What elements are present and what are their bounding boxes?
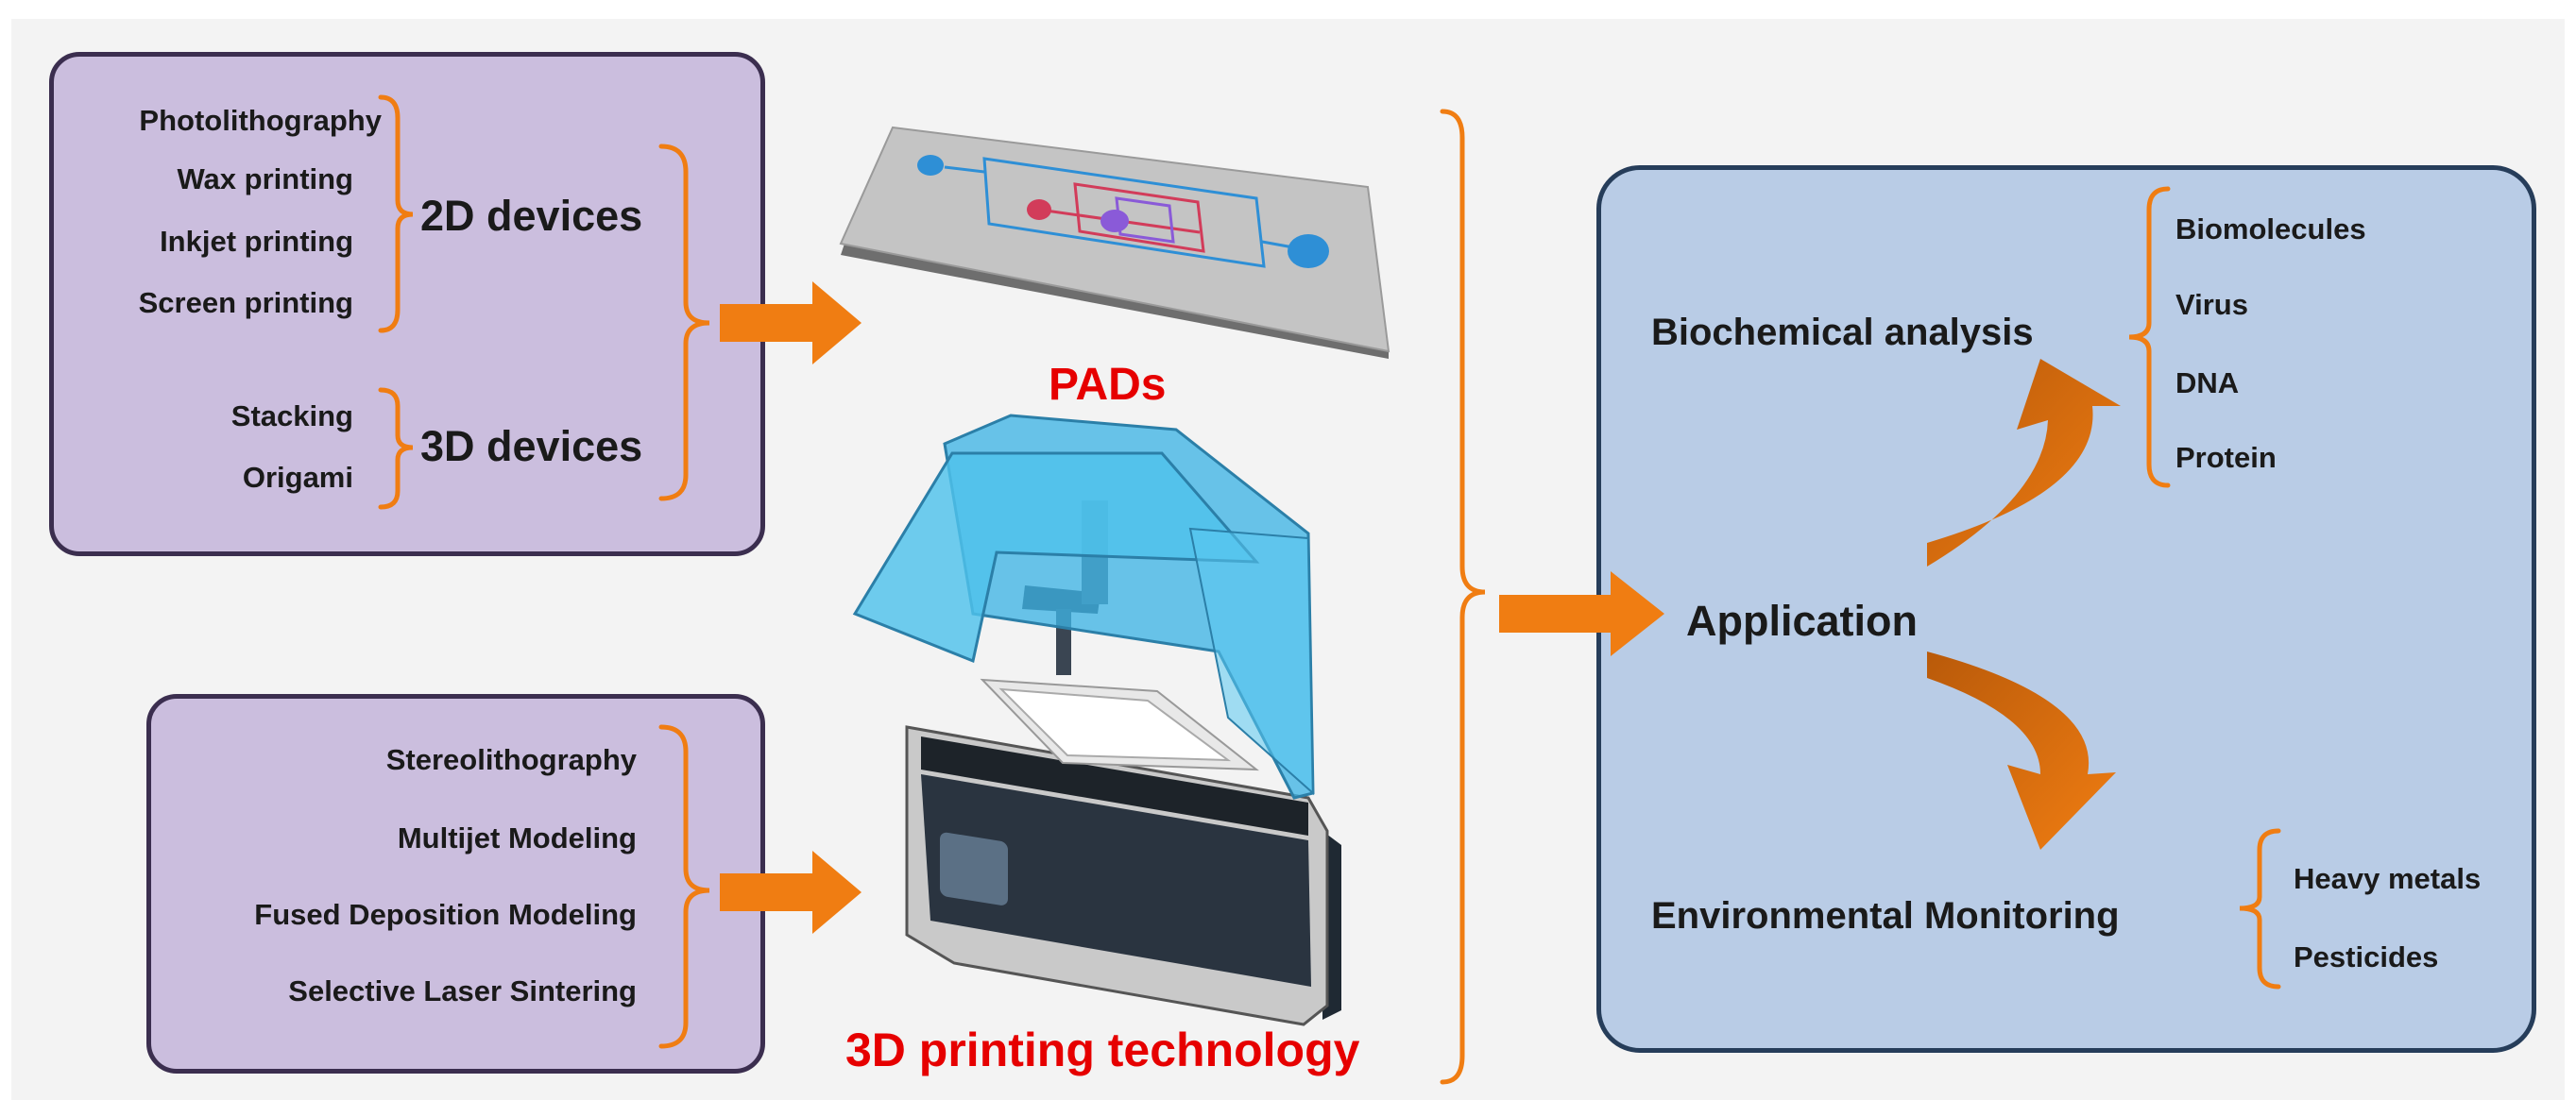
brace-biochemical-items	[2128, 186, 2171, 488]
method-multijet-modeling: Multijet Modeling	[397, 821, 637, 855]
label-2d-devices: 2D devices	[420, 192, 643, 240]
method-photolithography: Photolithography	[139, 104, 382, 137]
curved-arrow-to-biochemical	[1927, 359, 2121, 567]
curved-arrow-to-environmental	[1927, 652, 2116, 850]
brace-environmental-items	[2239, 828, 2281, 990]
method-selective-laser-sintering: Selective Laser Sintering	[288, 974, 637, 1007]
brace-device-types	[658, 144, 710, 501]
method-screen-printing: Screen printing	[138, 286, 353, 319]
bio-item-dna: DNA	[2175, 366, 2240, 399]
environmental-monitoring-title: Environmental Monitoring	[1651, 895, 2120, 937]
method-fused-deposition-modeling: Fused Deposition Modeling	[254, 898, 637, 931]
brace-central	[1440, 109, 1486, 1085]
bio-item-protein: Protein	[2175, 441, 2277, 474]
brace-printing-methods	[658, 724, 710, 1049]
bio-item-biomolecules: Biomolecules	[2175, 212, 2366, 245]
pads-label: PADs	[1049, 360, 1167, 410]
method-origami: Origami	[242, 461, 353, 494]
method-wax-printing: Wax printing	[177, 162, 353, 195]
biochemical-analysis-title: Biochemical analysis	[1651, 312, 2034, 353]
application-title: Application	[1686, 597, 1918, 645]
pad-chip-illustration	[839, 126, 1390, 359]
method-inkjet-printing: Inkjet printing	[160, 225, 353, 258]
3d-printer-illustration	[852, 414, 1341, 1026]
brace-2d-methods	[378, 94, 414, 333]
method-stacking: Stacking	[230, 399, 353, 432]
arrow-to-pads	[720, 281, 862, 364]
env-item-heavy-metals: Heavy metals	[2294, 862, 2482, 895]
arrow-to-application	[1499, 571, 1664, 656]
brace-3d-methods	[378, 387, 414, 510]
env-item-pesticides: Pesticides	[2294, 940, 2439, 973]
label-3d-devices: 3D devices	[420, 422, 643, 470]
arrow-to-printer	[720, 851, 862, 934]
application-box	[1596, 165, 2536, 1053]
bio-item-virus: Virus	[2175, 288, 2248, 321]
printing-technology-label: 3D printing technology	[845, 1024, 1360, 1076]
method-stereolithography: Stereolithography	[385, 743, 637, 776]
pad-fabrication-box	[49, 52, 765, 556]
